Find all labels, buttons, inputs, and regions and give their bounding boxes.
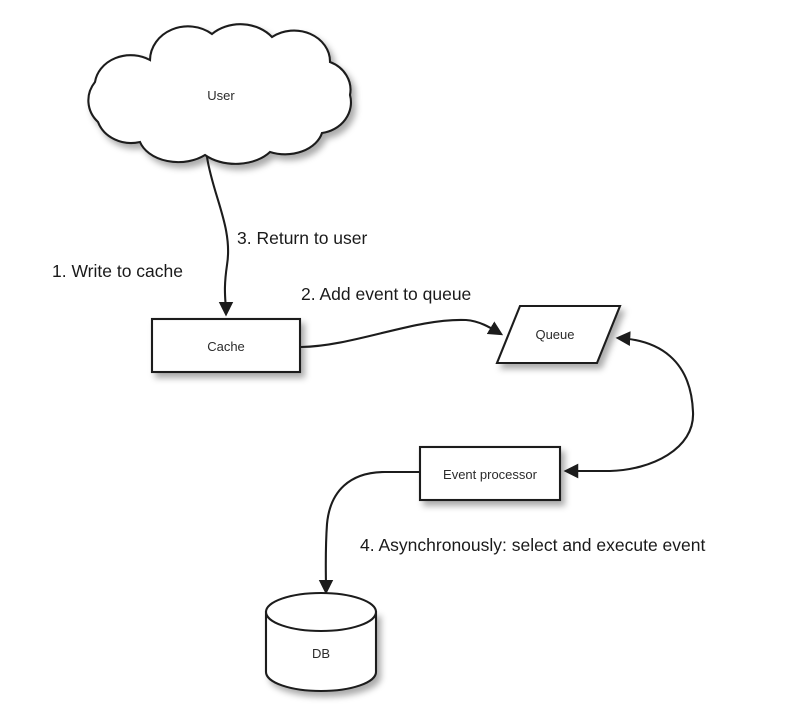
node-db[interactable]: DB — [264, 591, 378, 693]
edge-label-write-to-cache: 1. Write to cache — [52, 261, 183, 281]
edge-queue-event-processor[interactable] — [563, 331, 695, 479]
node-db-label: DB — [312, 646, 330, 661]
node-event-processor-label: Event processor — [443, 467, 538, 482]
edge-label-add-event-to-queue: 2. Add event to queue — [301, 284, 471, 304]
db-shape-top — [264, 591, 378, 633]
event-processor-shape — [418, 445, 562, 502]
edge-label-return-to-user: 3. Return to user — [237, 228, 368, 248]
edge-cache-to-queue[interactable] — [300, 318, 504, 349]
node-cache[interactable]: Cache — [150, 317, 302, 374]
cache-shape — [150, 317, 302, 374]
node-user[interactable]: User — [87, 23, 352, 165]
edge-user-to-cache[interactable] — [205, 156, 234, 317]
edge-label-async-select-execute: 4. Asynchronously: select and execute ev… — [360, 535, 705, 555]
node-event-processor[interactable]: Event processor — [418, 445, 562, 502]
node-user-label: User — [207, 88, 235, 103]
node-cache-label: Cache — [207, 339, 245, 354]
cloud-shape — [87, 23, 352, 165]
node-queue-label: Queue — [535, 327, 574, 342]
edge-event-processor-to-db[interactable] — [318, 470, 419, 595]
node-queue[interactable]: Queue — [495, 304, 622, 365]
db-shape-body — [264, 610, 378, 693]
